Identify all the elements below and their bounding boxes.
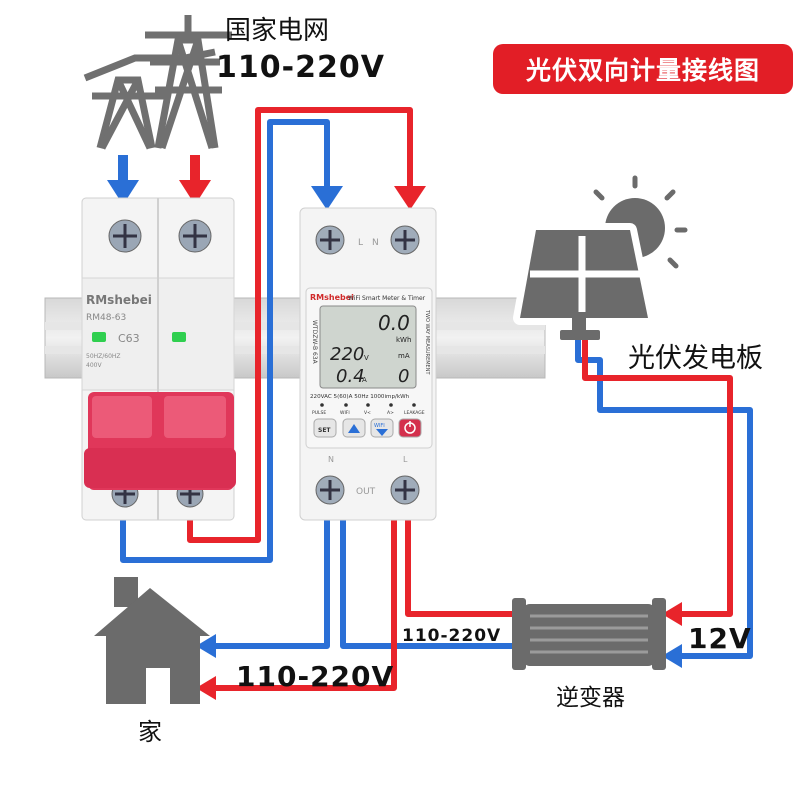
diagram-title-badge: 光伏双向计量接线图 [493,44,793,94]
inverter-label: 逆变器 [556,685,625,711]
lcd-leak-unit: mA [398,352,410,360]
meter-terminal-top-l: L [358,238,363,248]
lcd-current: 0.4 [336,366,365,387]
meter-set-button[interactable]: SET [313,418,337,438]
wire-meter-to-home-red [215,520,397,691]
meter-indicator-dots [320,403,416,407]
breaker-freq: 50HZ/60HZ [86,353,121,360]
indicator-v: V< [364,410,371,416]
indicator-wifi: WIFI [340,410,350,416]
lcd-leak: 0 [398,366,409,387]
breaker-model: RM48-63 [86,313,126,323]
breaker-rating: C63 [118,332,140,345]
set-button-label: SET [318,427,331,434]
wire-breaker-to-meter-l [187,107,413,543]
wire-breaker-to-meter-n [120,119,330,563]
solar-panel-label: 光伏发电板 [628,343,763,374]
lcd-voltage-unit: V [364,354,369,362]
meter-terminal-bottom-l: L [403,455,408,464]
meter-screw-icon [315,225,420,505]
circuit-breaker: RMshebei RM48-63 C63 50HZ/60HZ 400V [81,197,236,521]
meter-title: WiFi Smart Meter & Timer [348,295,426,302]
grid-title: 国家电网 [225,16,330,46]
home-label: 家 [138,718,162,746]
lcd-energy: 0.0 [378,311,410,335]
lcd-voltage: 220 [330,344,364,365]
solar-panel-icon [513,175,688,340]
inverter-icon [512,598,666,670]
meter-side-text: TWO WAY MEASUREMENT [424,309,430,375]
meter-terminal-top-n: N [372,238,379,248]
breaker-voltage: 400V [86,362,102,369]
blue-wires [120,119,753,659]
power-tower-icon [83,15,232,150]
wire-meter-to-inverter-red [405,520,515,617]
smart-meter: L N N L OUT RMshebei WiFi Smart Meter & … [299,207,437,521]
house-voltage-label: 110-220V [236,660,395,693]
meter-wifi-button[interactable]: WIFI [370,418,394,438]
wire-meter-to-inverter-blue [340,520,515,649]
down-arrow-icon [376,429,388,436]
meter-brand: RMshebei [310,293,354,302]
breaker-brand: RMshebei [86,293,152,307]
meter-up-button[interactable] [342,418,366,438]
house-icon [94,577,210,704]
meter-lcd [319,305,417,389]
indicator-pulse: PULSE [312,410,326,416]
wire-panel-to-inverter-red [582,340,733,617]
meter-side-model: WTDZW-B 63A [311,320,318,365]
indicator-leakage: LEAKAGE [404,410,425,416]
dc-voltage-label: 12V [688,622,752,655]
meter-power-button[interactable] [398,418,422,438]
up-arrow-icon [348,424,360,433]
lcd-current-unit: A [362,376,367,384]
grid-voltage: 110-220V [216,50,385,85]
wifi-button-label: WIFI [374,423,385,429]
meter-spec: 220VAC 5(60)A 50Hz 1000imp/kWh [310,394,410,400]
wire-meter-to-home-blue [215,520,330,649]
wire-panel-to-inverter-blue [575,340,753,659]
inverter-ac-voltage-label: 110-220V [402,626,502,646]
red-wires [187,107,733,691]
meter-out-mark: OUT [356,487,376,497]
meter-terminal-bottom-n: N [328,455,334,464]
lcd-energy-unit: kWh [396,336,411,344]
indicator-a: A> [387,410,394,416]
